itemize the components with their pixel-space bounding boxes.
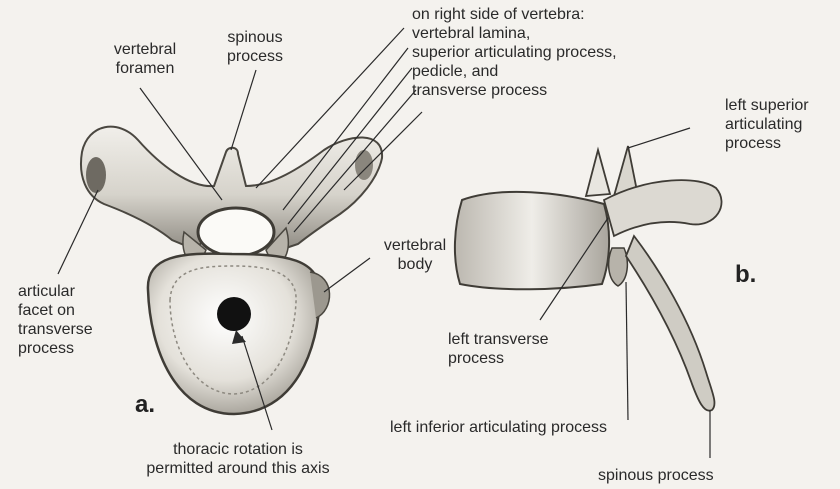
label-line: transverse [18, 320, 93, 339]
label-line: vertebral [90, 40, 200, 59]
label-line: process [448, 349, 548, 368]
label-line: spinous [210, 28, 300, 47]
label-line: articular [18, 282, 93, 301]
label-line: process [18, 339, 93, 358]
label-spinous-process-a: spinous process [210, 28, 300, 66]
label-line: facet on [18, 301, 93, 320]
label-line: vertebral lamina, [412, 24, 617, 43]
label-line: articulating [725, 115, 809, 134]
label-line: permitted around this axis [118, 459, 358, 478]
label-spinous-process-b: spinous process [598, 466, 714, 485]
label-left-transverse-process: left transverse process [448, 330, 548, 368]
label-line: superior articulating process, [412, 43, 617, 62]
vertebra-lateral-view [455, 146, 722, 411]
panel-letter-a: a. [135, 392, 155, 418]
label-line: thoracic rotation is [118, 440, 358, 459]
label-articular-facet: articular facet on transverse process [18, 282, 93, 358]
label-thoracic-rotation: thoracic rotation is permitted around th… [118, 440, 358, 478]
label-line: left transverse [448, 330, 548, 349]
label-line: left superior [725, 96, 809, 115]
label-line: on right side of vertebra: [412, 5, 617, 24]
vertebra-superior-view [81, 127, 382, 414]
label-line: vertebral [360, 236, 470, 255]
label-left-superior-articulating: left superior articulating process [725, 96, 809, 153]
label-right-side-structures: on right side of vertebra: vertebral lam… [412, 5, 617, 100]
label-line: transverse process [412, 81, 617, 100]
label-vertebral-foramen: vertebral foramen [90, 40, 200, 78]
label-line: body [360, 255, 470, 274]
label-vertebral-body: vertebral body [360, 236, 470, 274]
label-left-inferior-articulating: left inferior articulating process [390, 418, 607, 437]
label-line: pedicle, and [412, 62, 617, 81]
label-line: process [210, 47, 300, 66]
panel-letter-b: b. [735, 262, 756, 288]
label-line: foramen [90, 59, 200, 78]
label-line: process [725, 134, 809, 153]
